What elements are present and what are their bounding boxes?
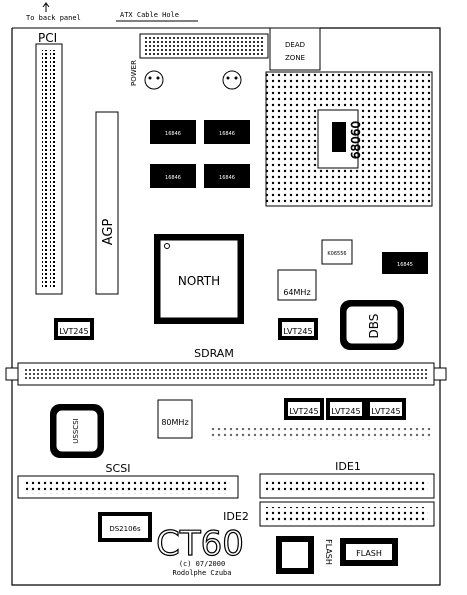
scsi-pins [26,480,230,494]
ct60-title: CT60 [156,524,244,564]
power-header-pins [144,37,264,55]
memory-chip-2 [204,120,250,144]
dead-zone-label-1: DEAD [285,41,305,49]
pci-connector [35,43,63,295]
flash-chip-face [346,544,392,560]
right-chip [382,252,428,274]
capacitor-left [144,70,164,90]
lvt245-left-window [58,322,90,336]
ide1-pins [266,479,428,493]
usscsi-label: USSCSI [72,418,80,443]
copyright-label: (c) 07/2000 [179,560,225,568]
lvt245-mid-window [282,322,314,336]
cap-left-pin-b [156,76,160,80]
ide2-label: IDE2 [223,510,249,523]
cpu-socket-marking: 68060 [349,121,363,159]
lvt245-mid-label: LVT245 [283,327,312,336]
ide2-pins [266,507,428,521]
memory-chip-3-label: 16846 [165,175,181,181]
sdram-latch-right [433,367,447,381]
sdram-pins [24,369,428,379]
cpu-center-block [332,122,346,152]
north-label: NORTH [178,274,220,288]
lvt245-b3-label: LVT245 [371,407,400,416]
ds-chip-face [102,516,148,538]
lvt245-b1-label: LVT245 [289,407,318,416]
lvt245-b2-label: LVT245 [331,407,360,416]
cap-right-pin-a [226,76,230,80]
via-row [210,428,432,440]
flash-label: FLASH [356,549,382,558]
memory-chip-4 [204,164,250,188]
flash-vertical-label: FLASH [324,539,333,565]
author-label: Rodolphe Czuba [172,569,231,577]
agp-label: AGP [101,219,116,246]
cap-right-pin-b [234,76,238,80]
capacitor-right [222,70,242,90]
lvt245-b3-window [370,402,402,416]
crystal-64-box [277,269,317,301]
back-panel-arrowhead [42,2,50,8]
lvt245-left-label: LVT245 [59,327,88,336]
dbs-label: DBS [367,314,381,339]
ide1-label: IDE1 [335,460,361,473]
memory-chip-4-label: 16846 [219,175,235,181]
sdram-label: SDRAM [194,347,234,360]
pci-pins-left [42,50,48,288]
agp-slot [95,111,119,295]
right-chip-label: 16845 [397,262,413,268]
flash-plcc-face [282,542,308,568]
memory-chip-3 [150,164,196,188]
board-outline [11,27,441,586]
memory-chip-2-label: 16846 [219,131,235,137]
lvt245-b2-window [330,402,362,416]
back-panel-label: To back panel [26,14,81,22]
usscsi-chip-face [55,409,99,453]
dead-zone-box [269,27,321,71]
power-label: POWER [130,60,138,86]
scsi-label: SCSI [106,462,131,475]
ko-chip [321,239,353,265]
north-pin1-mark [164,243,170,249]
ds-label: DS2106s [109,525,141,533]
north-bridge-chip [159,239,239,319]
sdram-latch-left [5,367,19,381]
lvt245-b1-window [288,402,320,416]
ko-chip-label: K06556 [327,251,346,257]
pci-label: PCI [38,31,57,45]
cap-left-pin-a [148,76,152,80]
memory-chip-1 [150,120,196,144]
memory-chip-1-label: 16846 [165,131,181,137]
dbs-chip-face [345,305,399,345]
crystal-80-box [157,399,193,439]
pci-pins-right [50,50,56,288]
dead-zone-label-2: ZONE [285,54,305,62]
atx-cable-hole-label: ATX Cable Hole [120,11,179,19]
crystal-80-label: 80MHz [161,418,188,427]
crystal-64-label: 64MHz [283,288,310,297]
